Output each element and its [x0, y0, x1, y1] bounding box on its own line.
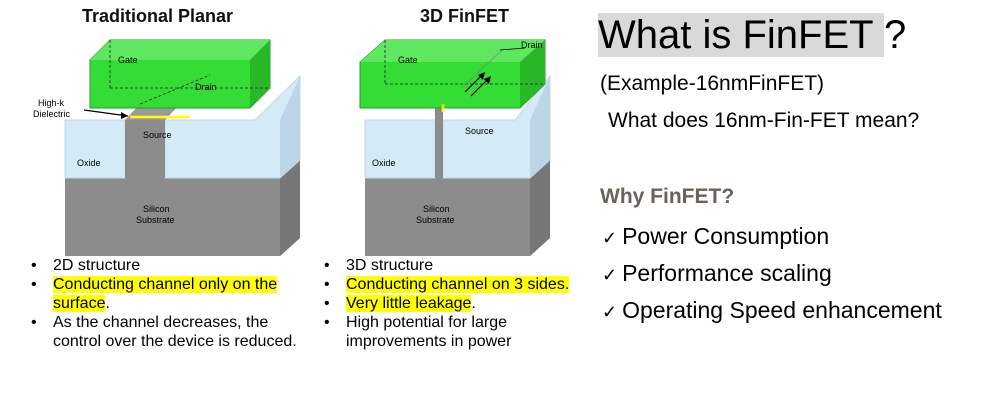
finfet-substrate-label: Substrate	[416, 215, 455, 225]
reason-item: ✓Operating Speed enhancement	[602, 297, 942, 323]
planar-source-label: Source	[143, 130, 172, 140]
finfet-bullets: 3D structure Conducting channel on 3 sid…	[320, 256, 575, 351]
page-title: What is FinFET ?	[598, 13, 907, 57]
planar-title: Traditional Planar	[82, 6, 234, 26]
finfet-title: 3D FinFET	[420, 6, 509, 26]
planar-gate-label: Gate	[118, 55, 138, 65]
finfet-oxide-label: Oxide	[372, 158, 396, 168]
finfet-source-label: Source	[465, 126, 494, 136]
finfet-bullet-1: 3D structure	[320, 256, 575, 275]
finfet-bullet-4: High potential for large improvements in…	[320, 313, 575, 351]
planar-silicon-label: Silicon	[143, 204, 170, 214]
planar-substrate-label: Substrate	[136, 215, 175, 225]
planar-diagram: Gate Drain High-k Dielectric Source Oxid…	[33, 39, 301, 256]
planar-bullet-3: As the channel decreases, the control ov…	[27, 313, 312, 351]
planar-bullets: 2D structure Conducting channel only on …	[27, 256, 312, 351]
why-heading: Why FinFET?	[600, 185, 735, 208]
planar-oxide-label: Oxide	[77, 158, 101, 168]
planar-bullet-2: Conducting channel only on the surface.	[27, 275, 312, 313]
question-text: What does 16nm-Fin-FET mean?	[608, 109, 920, 132]
check-icon: ✓	[602, 302, 618, 322]
check-icon: ✓	[602, 228, 618, 248]
finfet-gate-label: Gate	[398, 55, 418, 65]
planar-drain-label: Drain	[195, 82, 217, 92]
example-text: (Example-16nmFinFET)	[600, 72, 825, 95]
finfet-diagram: Drain Gate Source Oxide Silicon Substrat…	[359, 39, 551, 256]
finfet-bullet-3: Very little leakage.	[320, 294, 575, 313]
planar-highk-label: High-k	[38, 98, 65, 108]
reason-item: ✓Performance scaling	[602, 260, 832, 286]
check-icon: ✓	[602, 265, 618, 285]
finfet-bullet-2: Conducting channel on 3 sides.	[320, 275, 575, 294]
finfet-drain-label: Drain	[521, 40, 543, 50]
finfet-silicon-label: Silicon	[423, 204, 450, 214]
planar-bullet-1: 2D structure	[27, 256, 312, 275]
reason-item: ✓Power Consumption	[602, 223, 830, 249]
planar-dielectric-label: Dielectric	[33, 109, 71, 119]
